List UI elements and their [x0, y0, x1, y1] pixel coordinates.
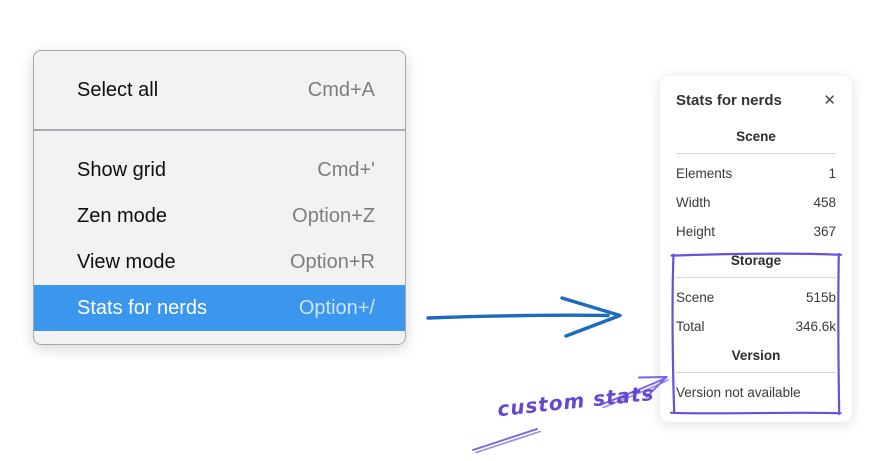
custom-stats-annotation: custom stats: [496, 380, 656, 422]
stat-value: 458: [813, 195, 836, 210]
menu-divider: [34, 129, 405, 131]
stat-value: 367: [813, 224, 836, 239]
menu-item-label: View mode: [77, 250, 176, 273]
stat-row-total-size: Total 346.6k: [676, 318, 836, 336]
menu-item-stats-for-nerds[interactable]: Stats for nerds Option+/: [34, 285, 405, 331]
section-header: Scene: [736, 129, 776, 144]
section-rule: [676, 277, 836, 278]
stat-label: Width: [676, 195, 711, 210]
menu-item-shortcut: Option+Z: [292, 204, 375, 227]
stat-label: Height: [676, 224, 716, 239]
menu-item-label: Show grid: [77, 158, 166, 181]
stats-panel-header: Stats for nerds ✕: [676, 90, 836, 110]
stat-label: Scene: [676, 290, 715, 305]
stat-label: Elements: [676, 166, 733, 181]
menu-item-shortcut: Cmd+': [317, 158, 375, 181]
stat-row-scene-size: Scene 515b: [676, 289, 836, 307]
menu-item-label: Zen mode: [77, 204, 168, 227]
stat-value: 346.6k: [795, 319, 836, 334]
section-header: Version: [731, 348, 781, 363]
stat-row-height: Height 367: [676, 223, 836, 241]
stat-row-width: Width 458: [676, 194, 836, 212]
menu-item-label: Stats for nerds: [77, 296, 208, 319]
stats-section-storage: Storage Scene 515b Total 346.6k: [676, 252, 836, 336]
menu-section-bottom: Show grid Cmd+' Zen mode Option+Z View m…: [34, 131, 405, 344]
menu-section-top: Select all Cmd+A: [34, 51, 405, 129]
section-header: Storage: [730, 253, 782, 268]
stats-section-version: Version Version not available: [676, 347, 836, 402]
menu-item-zen-mode[interactable]: Zen mode Option+Z: [34, 193, 405, 239]
section-rule: [676, 372, 836, 373]
pointer-arrow: [426, 296, 622, 338]
menu-item-shortcut: Option+/: [298, 296, 375, 319]
stats-section-scene: Scene Elements 1 Width 458 Height 367: [676, 128, 836, 241]
menu-item-label: Select all: [77, 78, 159, 101]
section-rule: [676, 153, 836, 154]
stat-row-elements: Elements 1: [676, 165, 836, 183]
close-icon[interactable]: ✕: [823, 90, 836, 109]
menu-item-show-grid[interactable]: Show grid Cmd+': [34, 147, 405, 193]
menu-item-shortcut: Cmd+A: [307, 78, 375, 101]
menu-item-shortcut: Option+R: [289, 250, 375, 273]
stats-panel-title: Stats for nerds: [676, 91, 782, 109]
version-note: Version not available: [676, 385, 801, 400]
menu-item-select-all[interactable]: Select all Cmd+A: [34, 67, 405, 113]
stat-value: 515b: [805, 290, 836, 305]
menu-item-view-mode[interactable]: View mode Option+R: [34, 239, 405, 285]
stat-value: 1: [828, 166, 836, 181]
canvas-context-menu: Select all Cmd+A Show grid Cmd+' Zen mod…: [33, 50, 406, 345]
stats-for-nerds-panel: Stats for nerds ✕ Scene Elements 1 Width…: [660, 76, 852, 422]
stat-label: Total: [676, 319, 705, 334]
